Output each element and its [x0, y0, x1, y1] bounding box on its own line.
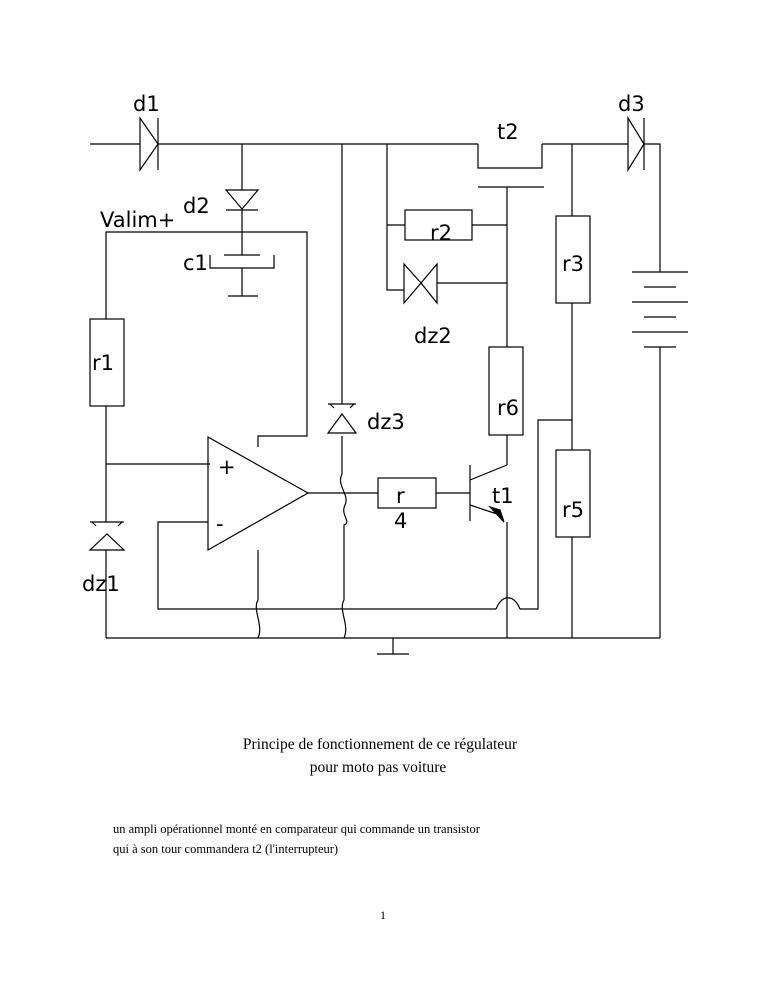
label-r5: r5	[562, 498, 584, 522]
label-d1: d1	[133, 92, 160, 116]
wire-feedback	[157, 521, 496, 610]
wire-battery-top	[644, 143, 661, 272]
diode-d1	[139, 116, 159, 172]
label-opamp-plus: +	[218, 455, 236, 479]
diode-d2	[224, 189, 260, 211]
zener-dz2	[403, 262, 438, 305]
capacitor-c1	[209, 254, 275, 269]
label-r4-top: r	[396, 484, 405, 508]
label-dz3: dz3	[367, 410, 405, 434]
label-valim: Valim+	[100, 208, 175, 232]
battery	[632, 271, 688, 348]
description-line-1: un ampli opérationnel monté en comparate…	[113, 822, 480, 836]
opamp	[207, 435, 310, 552]
transistor-t2	[477, 144, 544, 188]
label-t2: t2	[497, 120, 519, 144]
label-r2: r2	[430, 221, 452, 245]
label-d3: d3	[618, 92, 645, 116]
title-line-2: pour moto pas voiture	[309, 759, 447, 776]
diode-d3	[627, 115, 645, 173]
resistor-r1	[89, 318, 125, 407]
label-d2: d2	[183, 194, 210, 218]
resistor-r4	[377, 477, 437, 509]
resistor-r3	[555, 215, 591, 304]
resistor-r5	[555, 449, 591, 538]
zener-dz1	[88, 521, 126, 551]
regulator-schematic: d1 d3 t2 d2 Valim+ c1 r2 r3 dz2 r1 r6 dz…	[82, 92, 688, 655]
label-opamp-minus: -	[216, 512, 224, 536]
transistor-t1	[469, 464, 508, 523]
opamp-vertical-wiggle	[255, 550, 261, 639]
label-c1: c1	[183, 251, 208, 275]
label-r1: r1	[92, 351, 114, 375]
label-dz1: dz1	[82, 572, 120, 596]
resistor-r6	[488, 346, 524, 436]
title-line-1: Principe de fonctionnement de ce régulat…	[242, 736, 518, 753]
description-line-2: qui à son tour commandera t2 (l'interrup…	[113, 842, 339, 856]
label-t1: t1	[492, 484, 514, 508]
page-number: 1	[380, 908, 386, 922]
zener-dz3	[326, 403, 358, 434]
label-dz2: dz2	[414, 324, 452, 348]
label-r6: r6	[497, 396, 519, 420]
dz3-vertical-wiggle	[340, 436, 348, 639]
wire-valim	[105, 231, 308, 447]
label-r4-bottom: 4	[394, 509, 407, 533]
label-r3: r3	[562, 252, 584, 276]
